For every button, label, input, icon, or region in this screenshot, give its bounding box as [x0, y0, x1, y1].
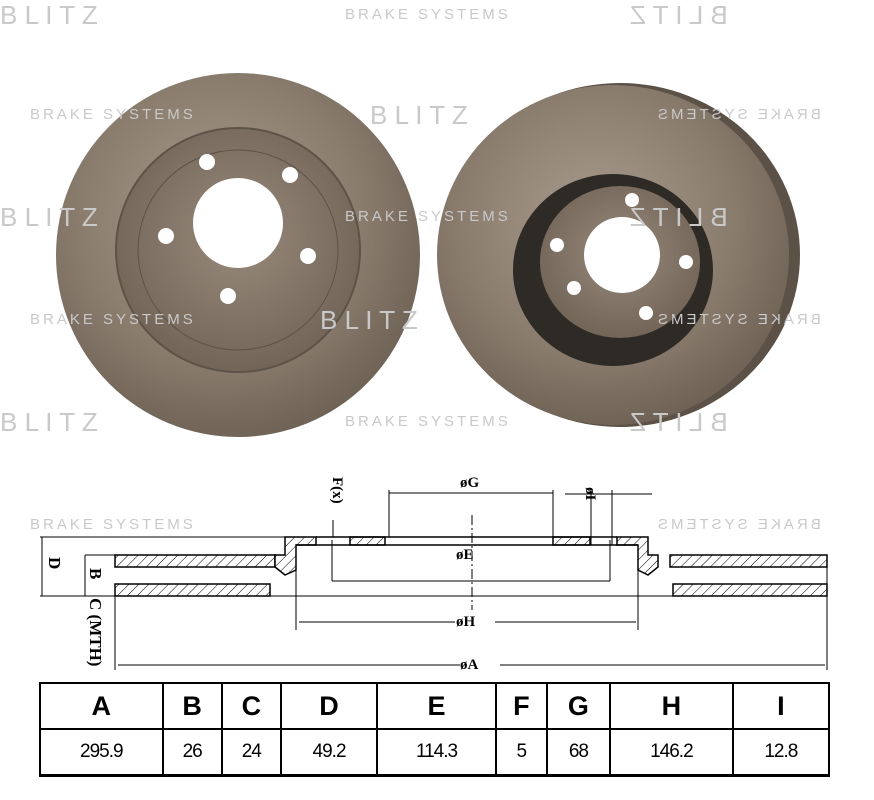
dimensions-table: A B C D E F G H I 295.9 26 24 49.2 114.3…: [39, 682, 831, 777]
dimension-label-a: øA: [460, 657, 479, 673]
brake-disc-front-view: [56, 73, 420, 437]
header-cell: C: [220, 682, 282, 730]
dimension-label-b: B: [86, 568, 105, 580]
dimension-label-c: C (MTH): [86, 598, 105, 667]
dimension-label-f: F(x): [329, 477, 345, 504]
cross-section-drawing: [40, 490, 828, 670]
header-cell: G: [545, 682, 612, 730]
value-cell: 24: [220, 728, 282, 777]
header-cell: D: [279, 682, 379, 730]
dimension-label-h: øH: [456, 614, 476, 630]
brake-disc-rear-view: [437, 83, 800, 427]
table-header-row: A B C D E F G H I: [39, 682, 831, 730]
dimension-label-i: øI: [582, 487, 598, 501]
value-cell: 12.8: [731, 728, 831, 777]
header-cell: E: [376, 682, 497, 730]
value-cell: 26: [161, 728, 223, 777]
value-cell: 146.2: [609, 728, 734, 777]
value-cell: 68: [545, 728, 612, 777]
dimension-label-g: øG: [460, 475, 480, 491]
value-cell: 114.3: [376, 728, 497, 777]
value-cell: 49.2: [279, 728, 379, 777]
value-cell: 5: [494, 728, 548, 777]
value-cell: 295.9: [39, 728, 164, 777]
header-cell: H: [609, 682, 734, 730]
header-cell: I: [731, 682, 831, 730]
dimension-label-e: øE: [456, 547, 474, 563]
table-row: 295.9 26 24 49.2 114.3 5 68 146.2 12.8: [39, 728, 831, 777]
header-cell: F: [494, 682, 548, 730]
header-cell: B: [161, 682, 223, 730]
dimension-label-d: D: [45, 557, 64, 570]
header-cell: A: [39, 682, 164, 730]
